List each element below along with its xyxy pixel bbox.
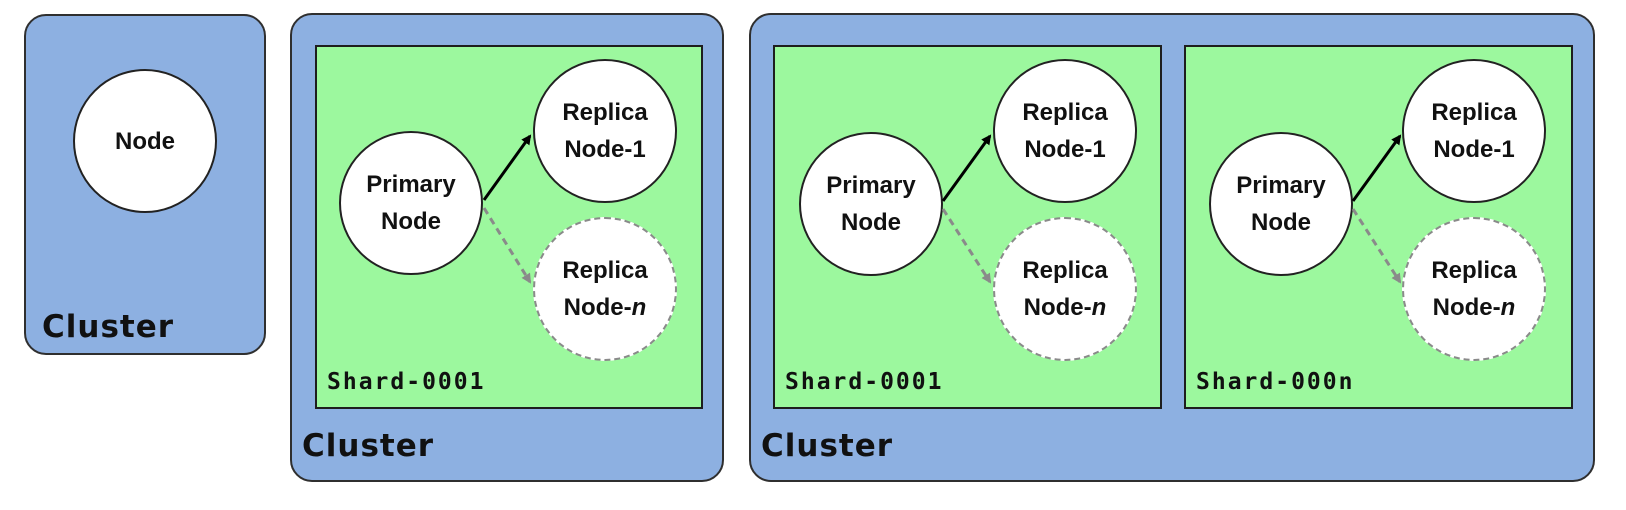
replica-node-n-line2-prefix: Node- (1023, 294, 1092, 321)
shard-label: Shard-000n (1196, 369, 1355, 395)
replica-node-1-line1: Replica (562, 99, 648, 126)
shard-box: Primary Node Replica Node-1 Replica Node… (773, 45, 1162, 409)
primary-node-line1: Primary (826, 172, 916, 199)
cluster-label: Cluster (302, 428, 435, 464)
primary-node-line2: Node (380, 208, 441, 235)
shard-box: Primary Node Replica Node-1 Replica Node… (315, 45, 703, 409)
primary-node-line2: Node (840, 209, 901, 236)
replica-node-n-line1: Replica (1431, 257, 1517, 284)
node-label: Node (115, 127, 175, 155)
replica-node-n-line1: Replica (1022, 257, 1108, 284)
replica-node-1-line1: Replica (1022, 99, 1108, 126)
replica-node-1-line1: Replica (1431, 99, 1517, 126)
replica-node-n-line2-prefix: Node- (563, 294, 632, 321)
primary-node-line1: Primary (366, 171, 456, 198)
primary-node: Primary Node (1209, 132, 1353, 276)
shard-label: Shard-0001 (785, 369, 944, 395)
replica-node-1-line2: Node-1 (564, 136, 646, 163)
replica-node-1: Replica Node-1 (1402, 59, 1546, 203)
primary-node: Primary Node (339, 131, 483, 275)
replica-node-n-line2-suffix: n (631, 294, 647, 321)
replica-node-n-line2-suffix: n (1091, 294, 1107, 321)
primary-node-line1: Primary (1236, 172, 1326, 199)
shard-label: Shard-0001 (327, 369, 486, 395)
replica-node-1-line2: Node-1 (1024, 136, 1106, 163)
cluster-label: Cluster (42, 309, 175, 345)
replica-node-n-line2-suffix: n (1500, 294, 1516, 321)
primary-node: Primary Node (799, 132, 943, 276)
shard-box: Primary Node Replica Node-1 Replica Node… (1184, 45, 1573, 409)
cluster-label: Cluster (761, 428, 894, 464)
replica-node-n-line1: Replica (562, 257, 648, 284)
cluster-single-node: Node Cluster (24, 14, 266, 355)
node-circle: Node (73, 69, 217, 213)
replica-node-n: Replica Node-n (993, 217, 1137, 361)
cluster-multi-shard: Primary Node Replica Node-1 Replica Node… (749, 13, 1595, 482)
replica-node-n-line2-prefix: Node- (1432, 294, 1501, 321)
replica-node-1: Replica Node-1 (993, 59, 1137, 203)
primary-node-line2: Node (1250, 209, 1311, 236)
replica-node-n: Replica Node-n (533, 217, 677, 361)
replica-node-n: Replica Node-n (1402, 217, 1546, 361)
cluster-one-shard: Primary Node Replica Node-1 Replica Node… (290, 13, 724, 482)
replica-node-1-line2: Node-1 (1433, 136, 1515, 163)
replica-node-1: Replica Node-1 (533, 59, 677, 203)
